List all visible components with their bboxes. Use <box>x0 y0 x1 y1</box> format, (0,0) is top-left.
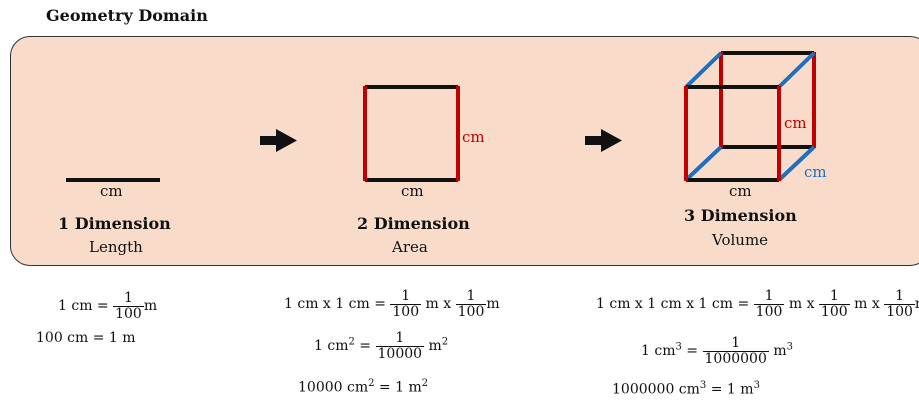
area-side-label: cm <box>462 128 485 146</box>
dimensions-panel <box>10 36 919 266</box>
eq2-line3: 10000 cm2 = 1 m2 <box>298 378 429 396</box>
length-unit-label: cm <box>100 182 123 200</box>
arrow-right-icon <box>260 129 297 152</box>
dim1-name: 1 Dimension <box>58 214 171 233</box>
area-square <box>363 85 460 182</box>
dim2-name: 2 Dimension <box>357 214 470 233</box>
dim1-measure: Length <box>89 238 143 256</box>
eq1-line2: 100 cm = 1 m <box>36 330 136 346</box>
volume-cube <box>684 51 816 182</box>
eq3-line3: 1000000 cm3 = 1 m3 <box>612 380 760 398</box>
volume-depth-label: cm <box>804 163 827 181</box>
volume-bottom-label: cm <box>729 182 752 200</box>
dim3-measure: Volume <box>712 231 769 249</box>
volume-height-label: cm <box>784 114 807 132</box>
arrow-right-icon <box>585 129 622 152</box>
area-bottom-label: cm <box>401 182 424 200</box>
dim2-measure: Area <box>392 238 428 256</box>
dim3-name: 3 Dimension <box>684 206 797 225</box>
page-title: Geometry Domain <box>46 6 208 25</box>
